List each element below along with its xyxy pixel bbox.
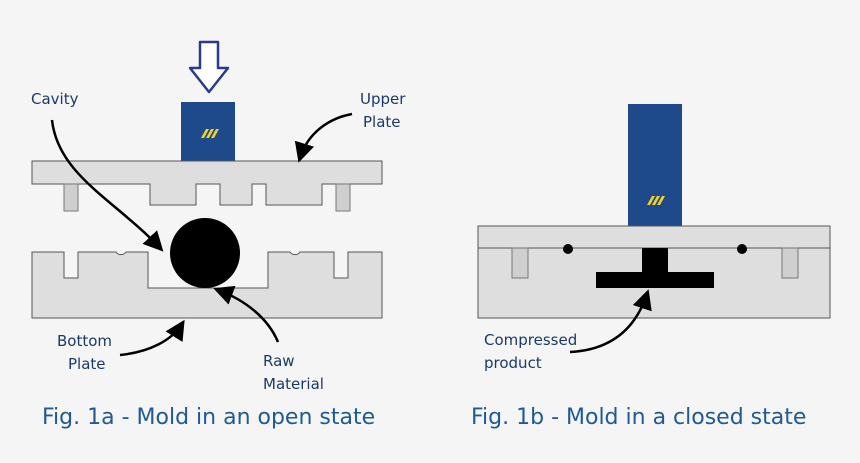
upper-plate-label-line2: Plate xyxy=(363,113,401,131)
figure-1a-caption: Fig. 1a - Mold in an open state xyxy=(42,405,376,430)
ram-slash-mark-icon-closed xyxy=(647,196,665,205)
upper-plate-label-line1: Upper xyxy=(360,90,406,108)
bottom-plate-pointer-arrow xyxy=(119,319,185,357)
compressed-product xyxy=(596,248,714,288)
compressed-product-pointer-arrow xyxy=(569,289,652,354)
bottom-plate-label-line1: Bottom xyxy=(57,332,113,350)
upper-ram-closed xyxy=(628,104,682,226)
figure-1b xyxy=(477,104,831,354)
locating-knob-left xyxy=(563,244,573,254)
bottom-plate xyxy=(31,251,383,319)
raw-material-label-line2: Material xyxy=(263,375,324,393)
cavity-pointer-arrow xyxy=(50,119,164,252)
figure-1a xyxy=(31,40,383,357)
locating-knob-right xyxy=(737,244,747,254)
guide-pin-right-closed xyxy=(781,247,799,279)
cavity-label: Cavity xyxy=(31,90,79,108)
figure-1b-caption: Fig. 1b - Mold in a closed state xyxy=(471,405,807,430)
upper-plate-pointer-arrow xyxy=(294,112,353,163)
guide-pin-right xyxy=(335,183,351,212)
compressed-product-label-line2: product xyxy=(484,354,542,372)
upper-ram xyxy=(181,102,235,162)
press-direction-arrow-icon xyxy=(188,40,230,94)
guide-pin-left-closed xyxy=(511,247,529,279)
ram-slash-mark-icon xyxy=(201,129,219,138)
raw-material-label-line1: Raw xyxy=(263,352,295,370)
raw-material-ball xyxy=(170,218,240,288)
compressed-product-label-line1: Compressed xyxy=(484,331,578,349)
upper-plate-closed xyxy=(477,225,831,249)
bottom-plate-label-line2: Plate xyxy=(68,355,106,373)
guide-pin-left xyxy=(63,183,79,212)
raw-material-pointer-arrow xyxy=(213,285,280,343)
upper-plate xyxy=(31,160,383,206)
